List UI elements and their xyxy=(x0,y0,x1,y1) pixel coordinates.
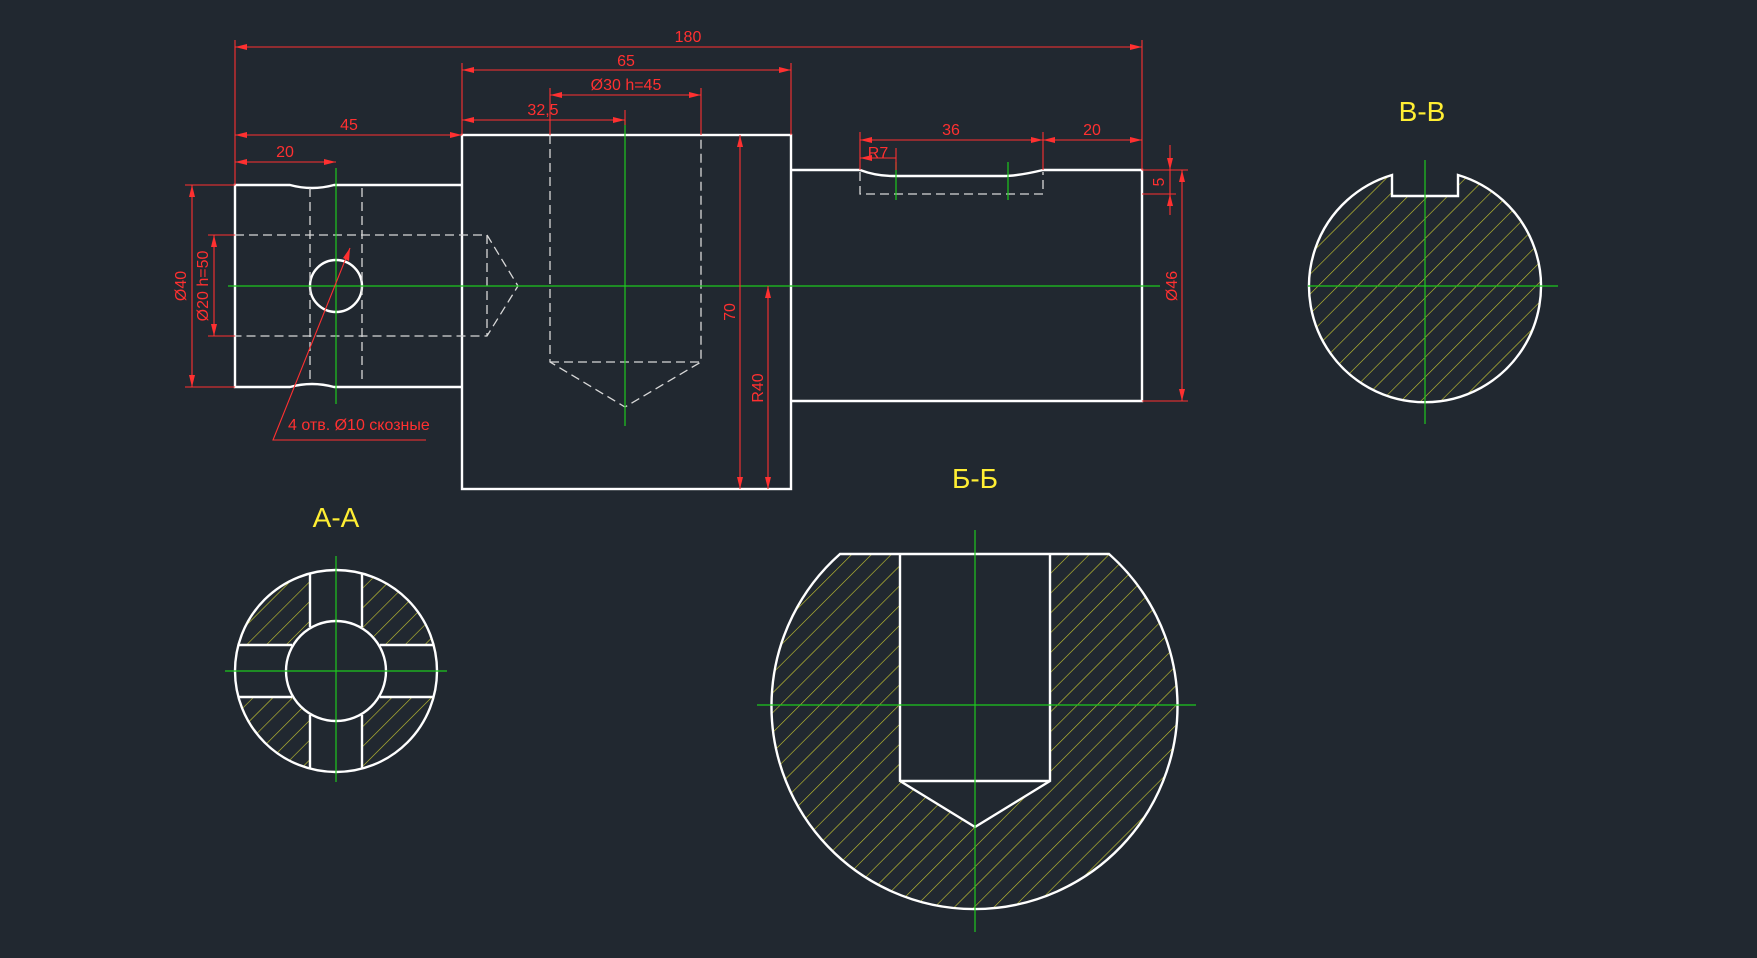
dim-text-20: 20 xyxy=(276,144,294,161)
dim-text-70: 70 xyxy=(722,303,739,321)
holes-note: 4 отв. Ø10 скозные xyxy=(288,417,430,434)
right-cylinder-outline xyxy=(791,168,1144,403)
dimension-lines xyxy=(185,40,1188,489)
dim-text-5: 5 xyxy=(1151,177,1168,186)
flange-outline xyxy=(460,133,793,491)
dim-text-20-right: 20 xyxy=(1083,122,1101,139)
dim-text-32-5: 32,5 xyxy=(527,102,558,119)
dim-text-bore: Ø20 h=50 xyxy=(195,251,212,322)
section-b-b: Б-Б xyxy=(757,463,1196,932)
holes-leader xyxy=(272,247,426,441)
dim-text-45: 45 xyxy=(340,117,358,134)
dim-text-180: 180 xyxy=(675,29,702,46)
section-label-a: А-А xyxy=(313,502,360,533)
section-b-outline xyxy=(770,552,1179,911)
section-label-v: В-В xyxy=(1399,96,1446,127)
section-a-a: А-А xyxy=(225,502,447,782)
dim-text-d46: Ø46 xyxy=(1164,271,1181,301)
keyway-hidden xyxy=(859,172,1044,195)
dim-text-r40: R40 xyxy=(750,373,767,402)
dim-text-r7: R7 xyxy=(868,145,889,162)
dim-text-65: 65 xyxy=(617,53,635,70)
section-label-b: Б-Б xyxy=(952,463,998,494)
dim-text-blind-hole: Ø30 h=45 xyxy=(591,77,662,94)
arrowheads xyxy=(189,44,1185,489)
centerlines-main xyxy=(228,120,1160,426)
section-v-v: В-В xyxy=(1307,96,1558,424)
shaft-outline xyxy=(233,133,1144,491)
dim-text-36: 36 xyxy=(942,122,960,139)
dim-text-d40: Ø40 xyxy=(173,271,190,301)
main-view: 180 65 Ø30 h=45 32,5 45 20 R7 36 20 5 Ø4… xyxy=(173,29,1188,491)
